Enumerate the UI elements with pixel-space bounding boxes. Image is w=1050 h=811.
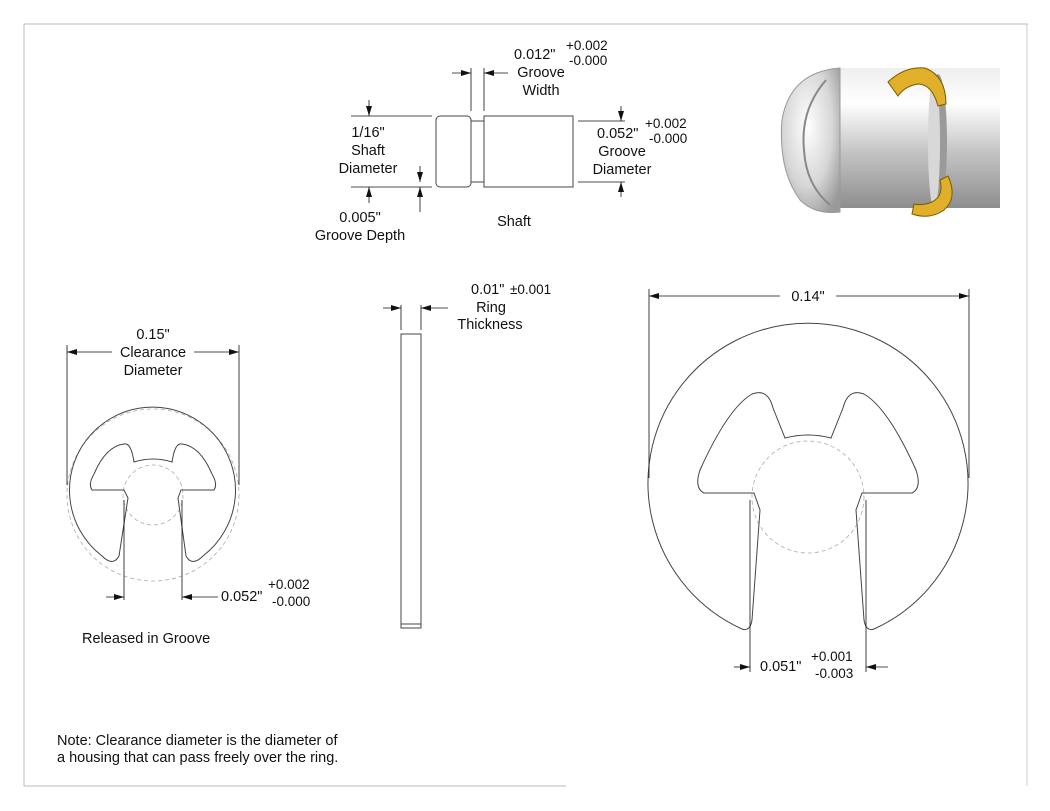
groove-diameter-value: 0.052" xyxy=(597,126,638,142)
free-opening-tol-plus: +0.001 xyxy=(811,649,853,664)
groove-diameter-tol-minus: -0.000 xyxy=(649,131,687,146)
thickness-tol: ±0.001 xyxy=(510,282,551,297)
shaft-3d-end xyxy=(780,67,841,213)
shaft-left-segment xyxy=(435,115,472,188)
shaft-right-segment xyxy=(483,115,574,188)
released-caption: Released in Groove xyxy=(82,631,210,647)
groove-circle-small xyxy=(122,464,184,526)
shaft-title: Shaft xyxy=(497,214,531,230)
free-opening-value: 0.051" xyxy=(760,659,801,675)
ring-side-view: 0.01" ±0.001 Ring Thickness xyxy=(383,282,551,629)
clearance-circle xyxy=(66,408,240,582)
shaft-3d-body xyxy=(840,68,1000,208)
ring-3d-top xyxy=(887,67,947,107)
groove-diameter-dimension: 0.052" +0.002 -0.000 Groove Diameter xyxy=(593,106,687,197)
groove-width-dimension: 0.012" +0.002 -0.000 Groove Width xyxy=(452,38,608,99)
clearance-label-1: Clearance xyxy=(120,345,186,361)
thickness-value: 0.01" xyxy=(471,282,504,298)
groove-width-tol-minus: -0.000 xyxy=(569,53,607,68)
clearance-note: Note: Clearance diameter is the diameter… xyxy=(57,733,387,767)
released-opening-tol-minus: -0.000 xyxy=(272,594,310,609)
clearance-value: 0.15" xyxy=(136,327,169,343)
groove-diameter-label-2: Diameter xyxy=(593,162,652,178)
sheet-border xyxy=(23,23,1028,787)
groove-diameter-label-1: Groove xyxy=(598,144,646,160)
shaft-diameter-dimension: 1/16" Shaft Diameter xyxy=(339,100,398,203)
groove-width-value: 0.012" xyxy=(514,47,555,63)
groove-depth-dimension: 0.005" Groove Depth xyxy=(315,166,423,244)
groove-diameter-tol-plus: +0.002 xyxy=(645,116,687,131)
shaft-view xyxy=(351,68,625,188)
released-opening-tol-plus: +0.002 xyxy=(268,577,310,592)
free-opening-tol-minus: -0.003 xyxy=(815,666,853,681)
ring-3d-bottom xyxy=(911,175,953,217)
released-opening-value: 0.052" xyxy=(221,589,262,605)
thickness-label-2: Thickness xyxy=(457,317,522,333)
shaft-diameter-value: 1/16" xyxy=(351,125,384,141)
thickness-label-1: Ring xyxy=(476,300,506,316)
free-ring-outline xyxy=(647,322,969,631)
note-line-1: Note: Clearance diameter is the diameter… xyxy=(57,733,338,749)
released-ring-view: 0.15" Clearance Diameter 0.052" +0.002 -… xyxy=(66,327,310,609)
groove-width-tol-plus: +0.002 xyxy=(566,38,608,53)
shaft-diameter-label-2: Diameter xyxy=(339,161,398,177)
shaft-3d-illustration xyxy=(780,67,1000,217)
released-ring-outline xyxy=(69,406,236,562)
free-ring-view: 0.14" 0.051" +0.001 -0.003 xyxy=(647,289,970,681)
groove-depth-label: Groove Depth xyxy=(315,228,405,244)
clearance-label-2: Diameter xyxy=(124,363,183,379)
note-line-2: a housing that can pass freely over the … xyxy=(57,750,339,766)
groove-circle-large xyxy=(751,440,865,554)
outer-value: 0.14" xyxy=(791,289,824,305)
groove-width-label-2: Width xyxy=(522,83,559,99)
groove-depth-value: 0.005" xyxy=(339,210,380,226)
ring-side-profile xyxy=(400,333,422,629)
shaft-diameter-label-1: Shaft xyxy=(351,143,385,159)
groove-width-label-1: Groove xyxy=(517,65,565,81)
